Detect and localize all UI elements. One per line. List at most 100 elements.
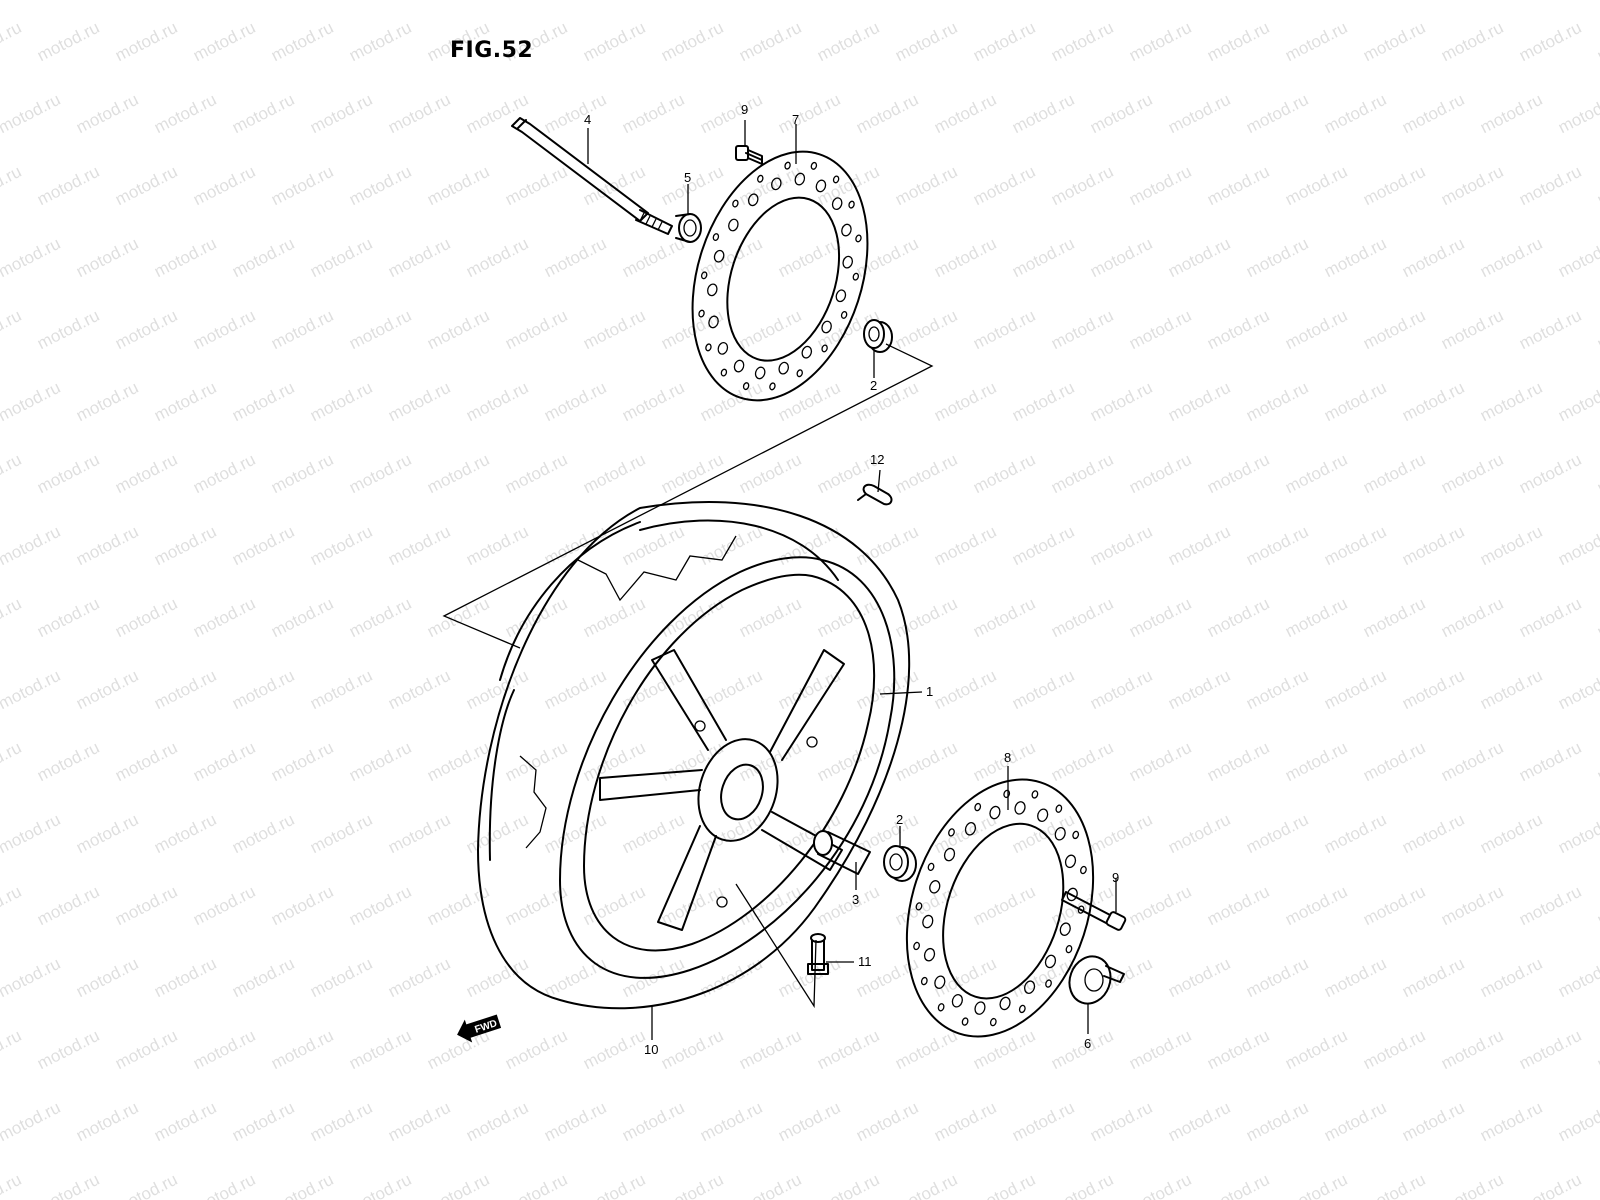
- assembly-guide-line: [442, 343, 934, 649]
- disc-hole: [961, 1017, 969, 1026]
- disc-hole: [913, 941, 920, 951]
- bearing-bottom: [883, 845, 917, 882]
- disc-hole: [700, 271, 708, 280]
- disc-hole: [922, 914, 934, 929]
- disc-hole: [929, 880, 941, 894]
- disc-hole: [705, 343, 712, 352]
- callout-8: 8: [1004, 750, 1012, 765]
- disc-hole: [796, 369, 803, 378]
- disc-hole: [1031, 790, 1039, 799]
- disc-hole: [742, 382, 750, 391]
- disc-hole: [920, 976, 928, 986]
- callout-4: 4: [584, 112, 592, 127]
- disc-hole: [974, 1001, 986, 1015]
- disc-hole: [757, 174, 764, 183]
- figure-title: FIG.52: [450, 38, 534, 63]
- disc-hole: [778, 361, 789, 375]
- callout-leaders: [587, 120, 1117, 1040]
- disc-hole: [717, 341, 729, 355]
- disc-hole: [831, 197, 843, 211]
- tire-valve: [807, 933, 829, 975]
- callout-2-top: 2: [870, 378, 878, 393]
- disc-hole: [1064, 854, 1077, 869]
- disc-bolt-bottom: [1061, 891, 1127, 931]
- disc-hole: [810, 161, 818, 170]
- disc-hole: [794, 172, 806, 186]
- disc-hole: [821, 344, 828, 353]
- disc-hole: [771, 177, 782, 191]
- disc-hole: [855, 234, 862, 243]
- disc-hole: [840, 310, 848, 319]
- disc-hole: [951, 993, 963, 1008]
- disc-hole: [1059, 922, 1071, 936]
- disc-hole: [999, 996, 1011, 1011]
- disc-hole: [1072, 830, 1080, 840]
- disc-hole: [934, 975, 946, 990]
- disc-hole: [1055, 804, 1063, 813]
- disc-hole: [842, 255, 853, 269]
- callout-5: 5: [684, 170, 692, 185]
- disc-hole: [1080, 865, 1087, 875]
- disc-hole: [713, 249, 725, 263]
- disc-hole: [848, 200, 855, 209]
- callout-10: 10: [644, 1042, 659, 1057]
- disc-hole: [821, 320, 832, 334]
- bearing-top: [863, 319, 893, 353]
- disc-hole: [698, 309, 705, 318]
- disc-hole: [964, 822, 977, 836]
- disc-hole: [754, 366, 766, 380]
- disc-hole: [1065, 944, 1073, 954]
- brake-disc-top: [691, 150, 869, 402]
- disc-hole: [943, 847, 956, 862]
- disc-hole: [923, 947, 936, 962]
- disc-hole: [832, 175, 840, 184]
- disc-hole: [989, 1017, 997, 1027]
- distance-collar: [813, 830, 871, 875]
- callout-9-bottom: 9: [1112, 870, 1120, 885]
- callout-1: 1: [926, 684, 934, 699]
- disc-hole: [815, 179, 827, 193]
- axle-spacer: [675, 213, 702, 243]
- disc-hole: [915, 902, 923, 911]
- disc-hole: [712, 233, 720, 242]
- svg-text:FWD: FWD: [474, 1018, 499, 1036]
- hose-clamp: [857, 483, 893, 506]
- disc-hole: [1014, 801, 1026, 815]
- disc-hole: [1054, 826, 1066, 841]
- disc-hole: [1037, 808, 1049, 823]
- callout-9-top: 9: [741, 102, 749, 117]
- callout-6: 6: [1084, 1036, 1092, 1051]
- disc-hole: [852, 272, 860, 281]
- callout-12: 12: [870, 452, 885, 467]
- disc-hole: [707, 283, 718, 297]
- disc-hole: [708, 315, 719, 329]
- disc-hole: [747, 193, 759, 207]
- disc-hole: [841, 223, 852, 237]
- disc-hole: [1044, 954, 1057, 969]
- disc-hole: [1018, 1004, 1026, 1014]
- disc-hole: [1045, 979, 1052, 988]
- front-wheel-assembly: [477, 501, 911, 1010]
- disc-hole: [769, 382, 776, 391]
- disc-hole: [927, 862, 935, 872]
- disc-hole: [1003, 789, 1011, 799]
- disc-hole: [801, 345, 813, 359]
- disc-hole: [948, 828, 955, 837]
- disc-hole: [728, 218, 739, 232]
- brake-disc-bottom: [905, 778, 1095, 1038]
- callout-7: 7: [792, 112, 800, 127]
- disc-hole: [974, 802, 982, 812]
- disc-hole: [989, 805, 1001, 820]
- disc-hole: [720, 368, 728, 377]
- speedometer-gearbox: [1068, 955, 1125, 1005]
- disc-hole: [784, 161, 791, 170]
- disc-hole: [835, 289, 847, 303]
- callout-2-bottom: 2: [896, 812, 904, 827]
- disc-hole: [733, 359, 745, 373]
- callout-3: 3: [852, 892, 860, 907]
- disc-hole: [732, 199, 739, 208]
- disc-bolt-top: [735, 145, 763, 165]
- fwd-arrow-icon: FWD: [457, 1014, 502, 1043]
- disc-hole: [937, 1003, 945, 1012]
